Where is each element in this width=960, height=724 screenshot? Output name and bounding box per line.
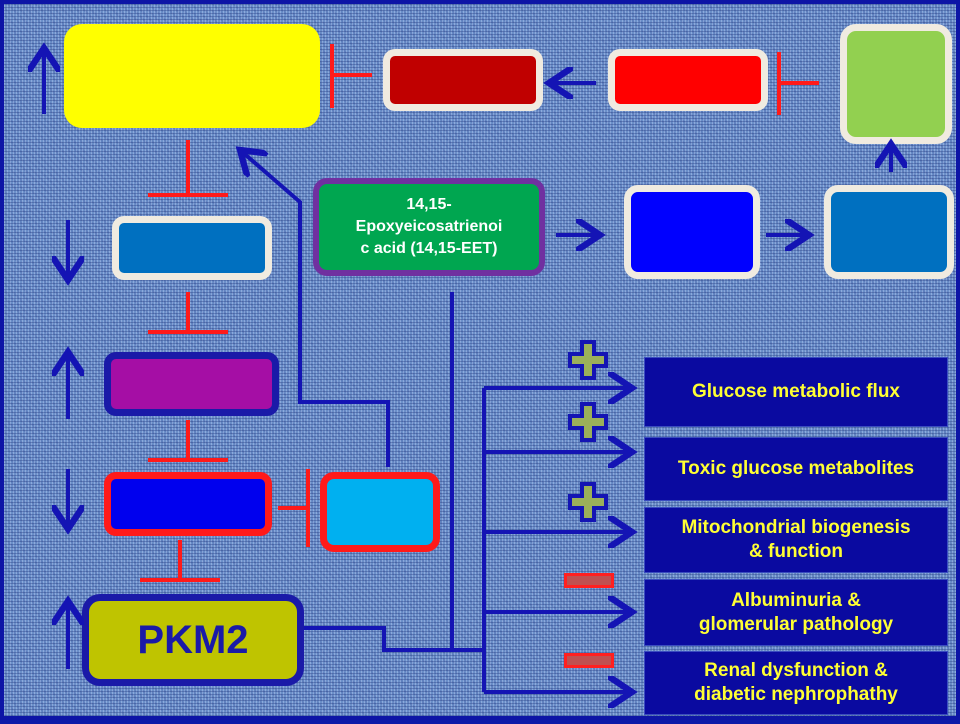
inhibition-cyan-to-dark-blue xyxy=(278,469,310,547)
pkm2-connector-line xyxy=(304,626,484,652)
inhibition-yellow-to-steel-blue xyxy=(148,140,228,197)
outcome-glucose-metabolic-flux: Glucose metabolic flux xyxy=(644,357,948,427)
node-red xyxy=(608,49,768,111)
node-pkm2: PKM2 xyxy=(82,594,304,686)
node-dark-blue xyxy=(104,472,272,536)
inhibition-green-to-red xyxy=(777,52,819,115)
inhibition-dark-red-to-yellow xyxy=(330,44,372,108)
outcome-toxic-glucose-metabolites: Toxic glucose metabolites xyxy=(644,437,948,501)
connector-layer xyxy=(4,4,960,724)
node-steel-blue-right xyxy=(824,185,954,279)
outcome-albuminuria: Albuminuria & glomerular pathology xyxy=(644,579,948,646)
minus-icon xyxy=(564,573,614,588)
node-steel-blue-left xyxy=(112,216,272,280)
plus-icon xyxy=(568,482,608,522)
plus-icon xyxy=(568,402,608,442)
plus-icon xyxy=(568,340,608,380)
minus-icon xyxy=(564,653,614,668)
node-dark-red xyxy=(383,49,543,111)
node-14-15-eet: 14,15- Epoxyeicosatrienoi c acid (14,15-… xyxy=(313,178,545,276)
outcome-mitochondrial-biogenesis: Mitochondrial biogenesis & function xyxy=(644,507,948,573)
inhibition-purple-to-dark-blue xyxy=(148,420,228,462)
inhibition-steel-blue-to-purple xyxy=(148,292,228,334)
outcome-renal-dysfunction: Renal dysfunction & diabetic nephrophath… xyxy=(644,651,948,715)
node-purple xyxy=(104,352,279,416)
inhibition-dark-blue-to-pkm2 xyxy=(140,540,220,582)
node-blue xyxy=(624,185,760,279)
node-yellow xyxy=(64,24,320,128)
activation-cyan-to-yellow xyxy=(240,150,390,467)
node-cyan xyxy=(320,472,440,552)
node-light-green xyxy=(840,24,952,144)
